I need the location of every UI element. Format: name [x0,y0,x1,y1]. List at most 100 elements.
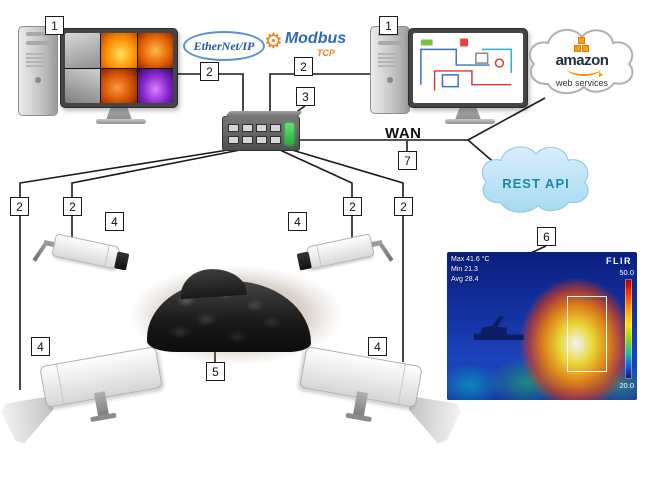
right-pc-tower [370,26,410,114]
switch-ports [228,124,281,144]
cable-to-camera-upper-right [279,149,353,242]
monitor-stand [455,107,481,120]
aws-sub-label: web services [555,77,609,88]
switch-port [228,124,239,132]
pid-equipment-box [441,74,459,88]
pid-red-block [460,38,468,47]
label-4-camera-upper-left: 4 [105,212,124,231]
aws-cubes-icon [573,36,591,52]
switch-port [270,136,281,144]
ethernet-switch [222,116,300,151]
label-2-right-pc-cable: 2 [294,57,313,76]
aws-cloud: amazon web services [522,20,642,102]
scada-screen [413,33,523,103]
switch-port [242,136,253,144]
camera-feed-thumbnail [101,33,137,68]
label-1-right-workstation: 1 [379,16,398,35]
wan-label: WAN [385,125,422,142]
gear-icon: ⚙ [264,30,283,53]
switch-port [242,124,253,132]
cable-right-pc-to-switch [269,73,372,118]
camera-feed-thumbnail [65,68,101,103]
tower-vent [378,53,402,67]
cable-to-camera-lower-left [19,149,229,390]
label-4-camera-upper-right: 4 [288,212,307,231]
power-button [35,77,41,83]
cable-wan-to-aws [467,97,546,141]
label-1-left-workstation: 1 [45,16,64,35]
rest-api-cloud: REST API [474,136,598,222]
rest-api-label: REST API [502,175,570,191]
switch-port [228,136,239,144]
power-button [387,77,393,83]
thermal-feeds-screen [65,33,173,103]
aws-brand-label: amazon [555,51,609,69]
readout-avg: Avg 28.4 [451,275,479,283]
thermal-camera-lower-left [12,342,172,462]
ethernet-ip-label: EtherNet/IP [193,38,255,53]
scale-min-label: 20.0 [619,381,634,390]
switch-port [256,124,267,132]
camera-feed-thumbnail [137,68,173,103]
pid-diagram [420,38,512,91]
monitor-stand [106,107,132,120]
switch-port [270,124,281,132]
scale-max-label: 50.0 [619,268,634,277]
modbus-tcp-logo: ⚙ Modbus TCP [264,30,347,59]
camera-lens [114,251,130,271]
pid-equipment-box [475,52,489,64]
label-4-camera-lower-right: 4 [368,337,387,356]
label-2-cable-far-left: 2 [10,197,29,216]
temperature-readouts: Max 41.6 °C Min 21.3 Avg 28.4 [451,255,490,284]
temperature-scale [625,279,632,379]
pid-valve [494,58,505,68]
measurement-box [567,296,607,372]
cloud-icon [481,146,589,213]
label-2-cable-mid-left: 2 [63,197,82,216]
cable-to-camera-upper-left [71,149,241,242]
label-5-stockpile: 5 [206,362,225,381]
modbus-text-block: Modbus TCP [284,30,347,59]
left-pc-monitor [60,28,178,108]
amazon-smile-icon [566,67,603,77]
camera-body [305,233,375,270]
label-6-thermal-image: 6 [537,227,556,246]
readout-min: Min 21.3 [451,265,478,273]
pid-red-pipe [433,70,512,91]
camera-feed-thumbnail [137,33,173,68]
right-pc-monitor [408,28,528,108]
monitor-base [96,119,146,124]
cloud-icon [529,28,634,94]
status-led [285,123,294,145]
label-2-cable-far-right: 2 [394,197,413,216]
ethernet-ip-logo: EtherNet/IP [183,31,265,61]
label-4-camera-lower-left: 4 [31,337,50,356]
modbus-label: Modbus [284,30,347,47]
thermal-camera-lower-right [290,342,450,462]
camera-feed-thumbnail [65,33,101,68]
flir-logo: FLIR [606,256,632,266]
left-pc-tower [18,26,58,116]
camera-feed-thumbnail [101,68,137,103]
aws-logo: amazon web services [522,20,642,102]
pid-green-block [420,39,433,46]
label-2-cable-mid-right: 2 [343,197,362,216]
switch-port [256,136,267,144]
label-2-left-pc-cable: 2 [200,62,219,81]
tower-vent [26,53,50,67]
label-3-switch: 3 [296,87,315,106]
cable-left-pc-to-switch [178,73,244,118]
modbus-tcp-label: TCP [316,48,335,58]
label-7-wan: 7 [398,151,417,170]
excavator-silhouette [473,316,524,341]
monitor-base [445,119,495,124]
drive-bay [378,41,402,45]
drive-bay [26,41,50,45]
drive-bay [26,32,50,36]
pid-blue-pipe [420,48,490,85]
camera-body [51,233,121,270]
readout-max: Max 41.6 °C [451,256,490,263]
thermal-image: Max 41.6 °C Min 21.3 Avg 28.4 FLIR 50.0 … [447,252,637,400]
